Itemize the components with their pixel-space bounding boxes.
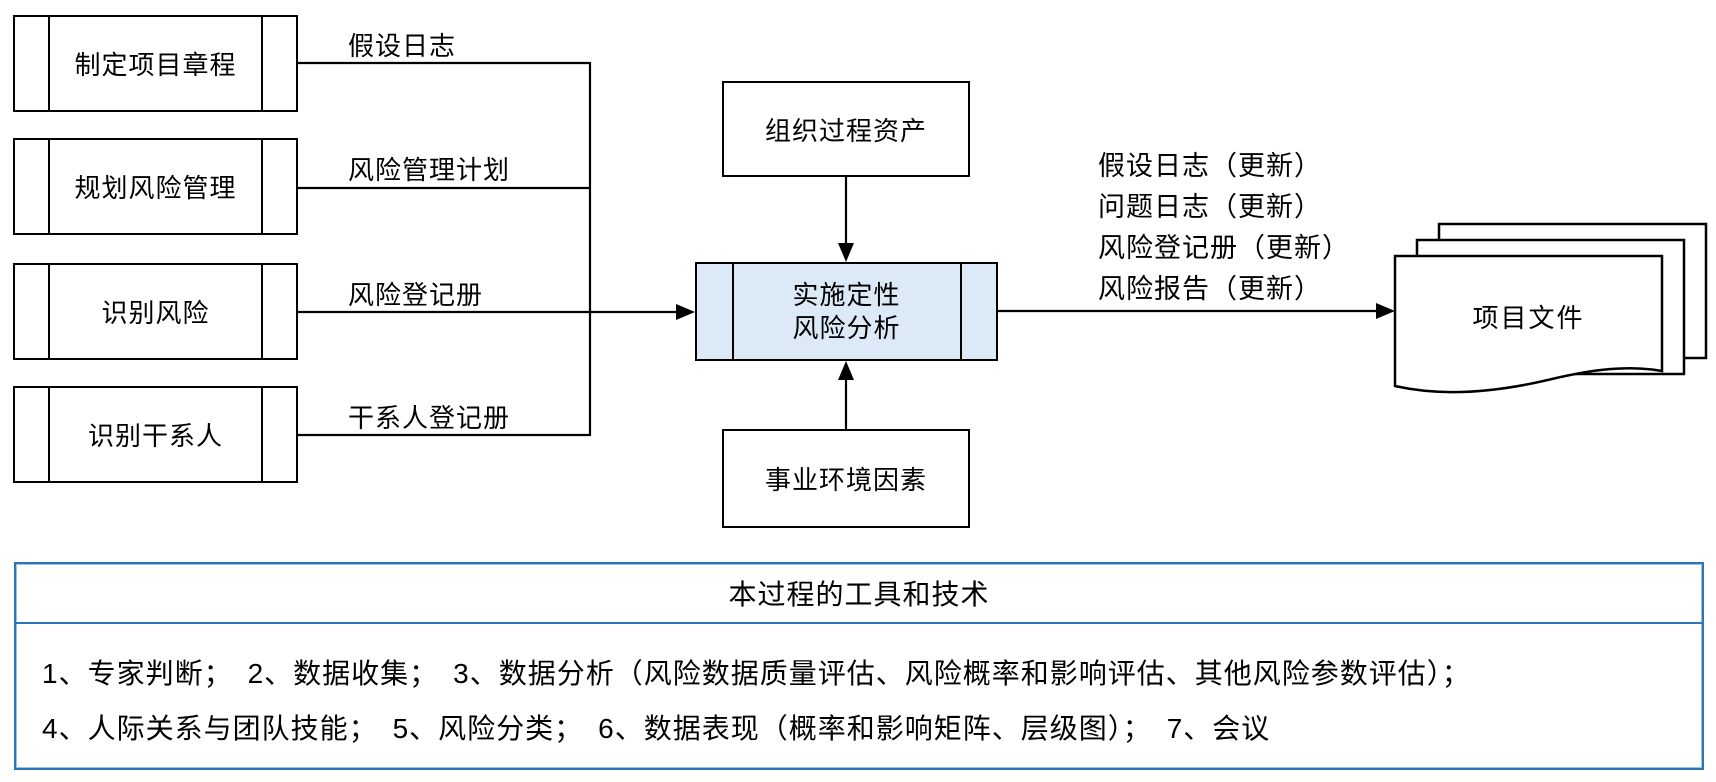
- central-process-line2: 风险分析: [792, 312, 901, 343]
- input-process-box-develop-charter: 制定项目章程: [13, 15, 298, 112]
- eef-box-label: 事业环境因素: [764, 465, 927, 495]
- opa-box-label: 组织过程资产: [764, 115, 927, 146]
- side-band-right: [960, 264, 996, 359]
- side-band-left: [697, 264, 734, 359]
- side-band-right: [261, 17, 296, 110]
- flow-label-stakeholder-register: 干系人登记册: [348, 403, 511, 433]
- opa-box: 组织过程资产: [722, 81, 970, 177]
- side-band-right: [261, 265, 296, 358]
- flow-label-risk-mgmt-plan: 风险管理计划: [348, 155, 511, 185]
- input-process-box-identify-stakeholders: 识别干系人: [13, 386, 298, 483]
- eef-box: 事业环境因素: [722, 429, 970, 528]
- document-page-front: [1393, 254, 1664, 394]
- arrowhead-eef-up: [838, 361, 854, 380]
- side-band-left: [15, 265, 50, 358]
- arrowhead-into-process: [676, 304, 695, 320]
- output-item: 风险登记册（更新）: [1098, 233, 1350, 263]
- process-box-label: 制定项目章程: [74, 50, 237, 80]
- arrowhead-opa-down: [838, 243, 854, 262]
- output-item: 假设日志（更新）: [1098, 151, 1322, 181]
- tools-table-header: 本过程的工具和技术: [16, 564, 1702, 624]
- input-process-box-plan-risk-mgmt: 规划风险管理: [13, 138, 298, 235]
- side-band-left: [15, 388, 50, 481]
- side-band-left: [15, 17, 50, 110]
- tools-row-2: 4、人际关系与团队技能； 5、风险分类； 6、数据表现（概率和影响矩阵、层级图）…: [42, 713, 1271, 744]
- central-process-box: 实施定性 风险分析: [695, 262, 998, 361]
- side-band-right: [261, 140, 296, 233]
- project-documents-label: 项目文件: [1472, 302, 1585, 333]
- central-process-line1: 实施定性: [792, 279, 901, 310]
- input-process-box-identify-risks: 识别风险: [13, 263, 298, 360]
- process-box-label: 识别风险: [101, 298, 210, 328]
- side-band-left: [15, 140, 50, 233]
- output-list: 假设日志（更新） 问题日志（更新） 风险登记册（更新） 风险报告（更新）: [1098, 146, 1350, 310]
- tools-table-body: 1、专家判断； 2、数据收集； 3、数据分析（风险数据质量评估、风险概率和影响评…: [16, 624, 1702, 756]
- arrowhead-into-documents: [1376, 303, 1395, 319]
- flow-label-risk-register: 风险登记册: [348, 280, 484, 310]
- side-band-right: [261, 388, 296, 481]
- process-box-label: 识别干系人: [87, 421, 223, 451]
- tools-table: 本过程的工具和技术 1、专家判断； 2、数据收集； 3、数据分析（风险数据质量评…: [14, 562, 1704, 770]
- flow-label-assumption-log: 假设日志: [348, 31, 457, 61]
- output-item: 风险报告（更新）: [1098, 274, 1322, 304]
- tools-row-1: 1、专家判断； 2、数据收集； 3、数据分析（风险数据质量评估、风险概率和影响评…: [42, 658, 1471, 689]
- process-box-label: 规划风险管理: [74, 173, 237, 203]
- output-item: 问题日志（更新）: [1098, 192, 1322, 222]
